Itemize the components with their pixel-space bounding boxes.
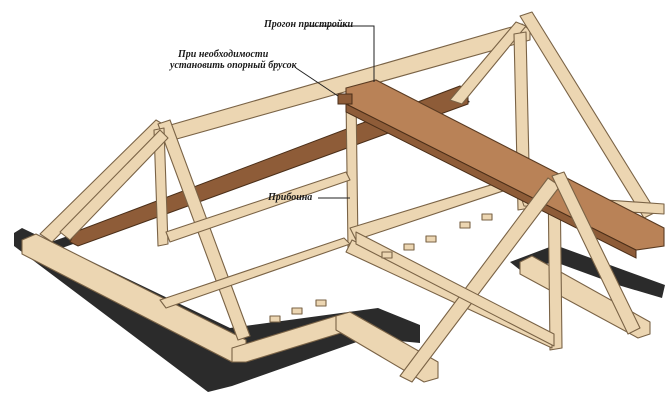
post-left xyxy=(153,127,169,247)
rafter-front-right-2 xyxy=(551,171,641,335)
base-plate-left xyxy=(159,237,351,309)
support-block xyxy=(337,93,353,105)
label-support-line1: При необходимости xyxy=(178,49,269,60)
tie-left-lower xyxy=(165,171,351,243)
label-support-line2: установить опорный брусок xyxy=(170,60,297,71)
joist-blocks xyxy=(269,213,493,323)
rafter-front-left-a xyxy=(59,129,169,241)
back-beam xyxy=(69,85,469,247)
callout-support-block xyxy=(295,67,339,97)
foundation-shadow xyxy=(14,228,420,392)
label-purlin: Прогон пристройки xyxy=(264,19,354,30)
label-nailer: Прибоина xyxy=(268,192,313,203)
tie-front-right xyxy=(355,231,555,347)
callout-purlin xyxy=(306,25,375,82)
